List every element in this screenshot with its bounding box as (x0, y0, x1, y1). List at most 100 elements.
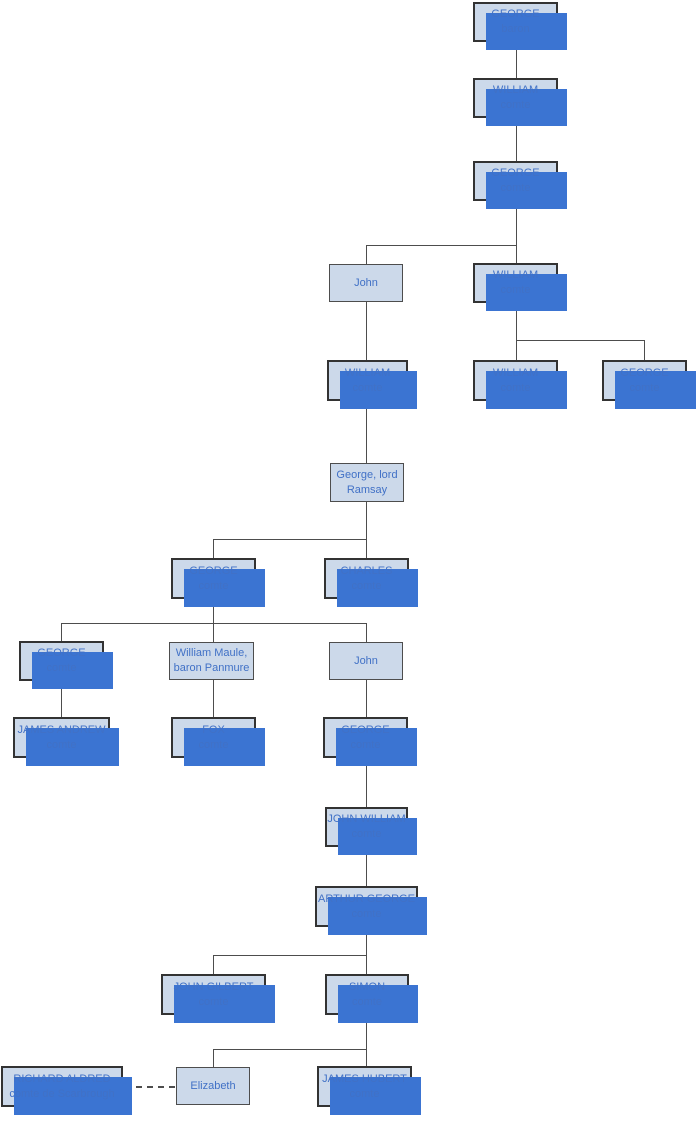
connector-line-vertical (61, 623, 62, 641)
connector-line-horizontal (516, 340, 645, 341)
person-name: SIMON (348, 980, 386, 993)
connector-line-vertical (516, 340, 517, 360)
person-title: comte (500, 182, 531, 194)
person-node-george-comte-3[interactable]: GEORGE comte (171, 558, 265, 607)
connector-line-vertical (366, 927, 367, 955)
person-name: JOHN GILBERT (173, 980, 254, 993)
person-title: comte (500, 284, 531, 296)
connector-line-vertical (366, 1015, 367, 1049)
connector-line-horizontal (213, 955, 367, 956)
person-name: GEORGE (189, 564, 238, 577)
person-name: FOX (202, 723, 225, 736)
person-name: GEORGE (491, 8, 540, 20)
person-name: JAMES ANDREW (17, 723, 106, 736)
person-title: comte (352, 995, 382, 1008)
person-title: Ramsay (346, 483, 388, 496)
person-title: comte (500, 381, 531, 394)
person-node-william-comte-3[interactable]: WILLIAM comte (327, 360, 417, 409)
connector-line-vertical (213, 680, 214, 717)
person-node-william-comte-1[interactable]: WILLIAM comte (473, 78, 567, 126)
person-name: JOHN WILLIAM (327, 813, 406, 825)
person-name: GEORGE (620, 366, 669, 379)
connector-line-vertical (366, 502, 367, 539)
connector-line-vertical (213, 1049, 214, 1067)
connector-line-vertical (61, 681, 62, 717)
person-node-simon-comte[interactable]: SIMON comte (325, 974, 418, 1023)
person-node-john-1[interactable]: John (329, 264, 403, 302)
connector-line-vertical (516, 303, 517, 340)
person-node-fox-comte[interactable]: FOX comte (171, 717, 265, 766)
connector-line-vertical (644, 340, 645, 360)
person-title: comte (351, 579, 382, 592)
connector-line-vertical (366, 302, 367, 360)
person-node-george-comte-5[interactable]: GEORGE comte (323, 717, 417, 766)
person-node-john-2[interactable]: John (329, 642, 403, 680)
person-name: GEORGE (341, 723, 390, 736)
connector-line-vertical (366, 847, 367, 886)
person-node-elizabeth[interactable]: Elizabeth (176, 1067, 250, 1105)
person-title: comte (46, 662, 77, 674)
connector-line-vertical (366, 245, 367, 264)
connector-line-horizontal (61, 623, 367, 624)
person-title: comte (350, 738, 381, 751)
person-name: John (354, 654, 378, 667)
person-title: comte (500, 99, 531, 111)
person-name: CHARLES (340, 564, 393, 577)
marriage-dashed-line (125, 1086, 176, 1088)
connector-line-vertical (516, 201, 517, 245)
person-title: comte (46, 738, 77, 751)
connector-line-vertical (213, 539, 214, 558)
person-node-john-gilbert-comte[interactable]: JOHN GILBERT comte (161, 974, 275, 1023)
person-name: William Maule, (175, 647, 248, 659)
person-node-charles-comte[interactable]: CHARLES comte (324, 558, 418, 607)
person-node-william-comte-2[interactable]: WILLIAM comte (473, 263, 567, 311)
connector-line-horizontal (366, 245, 517, 246)
person-name: RICHARD ALDRED (13, 1072, 111, 1085)
person-name: GEORGE (37, 647, 86, 659)
person-name: WILLIAM (492, 269, 539, 281)
person-title: comte (629, 381, 660, 394)
connector-line-vertical (213, 599, 214, 623)
person-name: GEORGE (491, 167, 540, 179)
person-name: WILLIAM (492, 84, 539, 96)
person-name: George, lord (336, 468, 398, 481)
person-title: comte de Scarbrough (9, 1087, 115, 1100)
person-node-george-comte-2[interactable]: GEORGE comte (602, 360, 696, 409)
person-node-william-maule-baron-panmure[interactable]: William Maule, baron Panmure (169, 642, 254, 680)
person-name: ARTHUR GEORGE (318, 892, 415, 905)
person-node-william-comte-4[interactable]: WILLIAM comte (473, 360, 567, 409)
person-title: baron (501, 23, 530, 35)
connector-line-vertical (366, 955, 367, 974)
person-name: JAMES HUBERT (322, 1072, 407, 1085)
person-name: WILLIAM (344, 366, 391, 379)
connector-line-vertical (516, 118, 517, 161)
person-name: WILLIAM (492, 366, 539, 379)
person-node-george-comte-1[interactable]: GEORGE comte (473, 161, 567, 209)
person-title: comte (352, 381, 383, 394)
connector-line-vertical (213, 955, 214, 974)
person-name: Elizabeth (190, 1079, 236, 1092)
person-title: comte (198, 738, 229, 751)
connector-line-vertical (213, 623, 214, 642)
connector-line-vertical (366, 401, 367, 463)
person-title: comte (198, 579, 229, 592)
connector-line-vertical (366, 758, 367, 807)
person-title: comte (198, 995, 229, 1008)
person-node-george-comte-4[interactable]: GEORGE comte (19, 641, 113, 689)
connector-line-vertical (366, 623, 367, 642)
person-node-richard-aldred-comte-de-scarbrough[interactable]: RICHARD ALDRED comte de Scarbrough (1, 1066, 132, 1115)
person-node-george-baron[interactable]: GEORGE baron (473, 2, 567, 50)
connector-line-vertical (366, 1049, 367, 1066)
person-name: John (354, 276, 378, 289)
connector-line-vertical (366, 539, 367, 558)
connector-line-vertical (366, 680, 367, 717)
person-title: baron Panmure (173, 662, 250, 674)
connector-line-vertical (516, 245, 517, 263)
person-node-james-andrew-comte[interactable]: JAMES ANDREW comte (13, 717, 119, 766)
connector-line-horizontal (213, 1049, 367, 1050)
